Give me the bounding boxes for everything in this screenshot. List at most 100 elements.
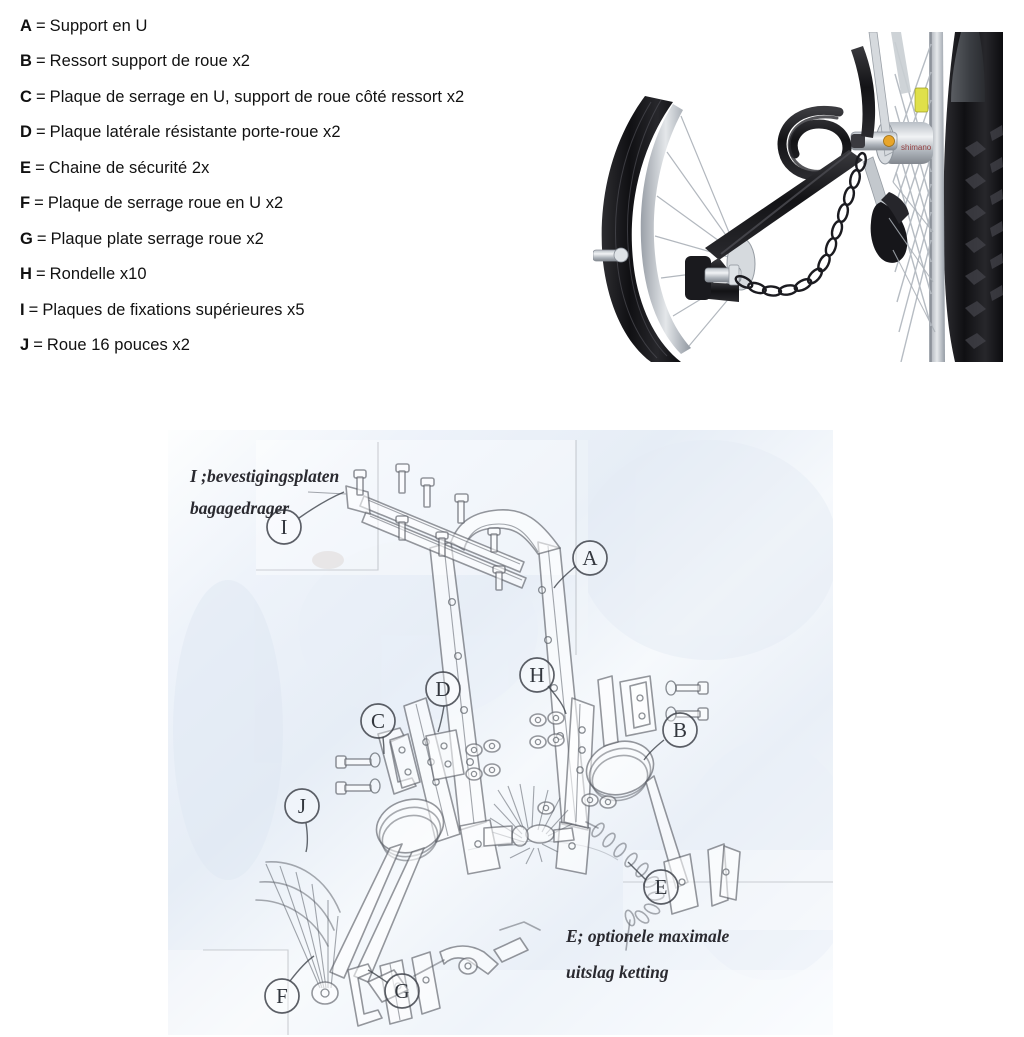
- parts-legend: A = Support en U B = Ressort support de …: [20, 8, 580, 363]
- j-spokes: [265, 863, 339, 989]
- callout-i: I: [266, 491, 345, 545]
- legend-item-g: G = Plaque plate serrage roue x2: [20, 221, 580, 257]
- legend-item-i: I = Plaques de fixations supérieures x5: [20, 292, 580, 328]
- part-j-wheel: [255, 861, 341, 1005]
- legend-item-e: E = Chaine de sécurité 2x: [20, 150, 580, 186]
- part-i-mounting-plates: [307, 463, 527, 591]
- callout-j: J: [284, 788, 320, 853]
- center-hub-burst: [483, 783, 575, 865]
- callout-letter: J: [298, 794, 306, 818]
- callout-g: G: [367, 969, 420, 1009]
- warning-sticker: [914, 87, 929, 113]
- legend-key: B: [20, 52, 32, 70]
- legend-separator: =: [34, 194, 44, 212]
- callout-letter: C: [371, 709, 385, 733]
- callout-letter: B: [673, 718, 687, 742]
- diagram-svg: .ln { fill:none; stroke:#55596180; strok…: [168, 430, 833, 1035]
- legend-separator: =: [33, 336, 43, 354]
- bicycle-wheel-carrier-photo: shimano: [593, 32, 1003, 362]
- legend-key: E: [20, 158, 32, 177]
- callout-e: E: [627, 861, 679, 905]
- spare-rim: [640, 104, 691, 354]
- chain-links: [734, 151, 867, 297]
- caption-line-2: bagagedrager: [190, 498, 289, 518]
- legend-separator: =: [35, 16, 46, 35]
- seat-stay: [868, 32, 894, 157]
- svg-text:shimano: shimano: [901, 143, 932, 152]
- callout-b: B: [643, 712, 698, 761]
- rear-tire: [943, 32, 1003, 362]
- i-bolts: [353, 463, 506, 591]
- legend-label: Plaques de fixations supérieures x5: [42, 300, 305, 319]
- legend-item-c: C = Plaque de serrage en U, support de r…: [20, 79, 580, 115]
- washer-cluster-right: [529, 711, 565, 749]
- callout-letter: A: [582, 546, 598, 570]
- callout-letter: G: [394, 979, 409, 1003]
- callout-h: H: [519, 657, 567, 715]
- legend-item-f: F = Plaque de serrage roue en U x2: [20, 186, 580, 222]
- right-clamp-plates: [597, 675, 709, 747]
- legend-key: D: [20, 123, 32, 141]
- callout-c: C: [360, 703, 396, 755]
- spare-tire: [601, 96, 681, 362]
- spare-axle-nub: [593, 247, 629, 263]
- caption-line-2: uitslag ketting: [566, 962, 669, 982]
- rear-fender: [951, 32, 985, 102]
- rear-rim: [929, 32, 945, 362]
- legend-separator: =: [35, 52, 46, 70]
- safety-chain: [734, 151, 867, 297]
- arm-riser: [851, 46, 876, 138]
- part-c-u-clamp-plate: [335, 727, 421, 795]
- axle-clamp: [850, 131, 898, 151]
- legend-label: Ressort support de roue x2: [49, 52, 250, 70]
- legend-key: A: [20, 16, 32, 35]
- tire-tread: [965, 125, 1003, 349]
- rear-bicycle-wheel: shimano: [850, 32, 1003, 362]
- legend-label: Chaine de sécurité 2x: [48, 158, 210, 177]
- legend-separator: =: [35, 158, 45, 177]
- legend-label: Plaque de serrage roue en U x2: [47, 194, 284, 212]
- legend-key: H: [20, 265, 32, 283]
- legend-item-b: B = Ressort support de roue x2: [20, 44, 580, 80]
- callout-letter: D: [435, 677, 450, 701]
- part-b-wheel-spring-left: [329, 798, 445, 983]
- legend-item-a: A = Support en U: [20, 8, 580, 44]
- caption-e-optionele: E; optionele maximale uitslag ketting: [565, 926, 730, 982]
- legend-key: C: [20, 87, 32, 106]
- legend-key: I: [20, 300, 25, 319]
- part-h-washers: [465, 711, 617, 815]
- legend-separator: =: [35, 87, 46, 106]
- legend-separator: =: [36, 229, 47, 248]
- callout-letter: F: [276, 984, 288, 1008]
- washer-cluster-lower: [537, 793, 617, 815]
- legend-key: F: [20, 194, 31, 212]
- arm-highlight: [720, 151, 852, 255]
- orange-knob: [883, 135, 895, 147]
- legend-item-h: H = Rondelle x10: [20, 257, 580, 293]
- lower-linkage: [367, 959, 445, 1003]
- washer-cluster-left: [465, 739, 501, 781]
- callout-d: D: [425, 671, 461, 733]
- legend-label: Plaque plate serrage roue x2: [50, 229, 264, 248]
- photo-svg: shimano: [593, 32, 1003, 362]
- scan-blotches: [168, 440, 833, 1035]
- legend-item-d: D = Plaque latérale résistante porte-rou…: [20, 115, 580, 151]
- carrier-arm: [685, 46, 876, 302]
- callout-letter: I: [281, 515, 288, 539]
- legend-key: G: [20, 229, 33, 248]
- callout-letter: E: [655, 875, 668, 899]
- legend-label: Rondelle x10: [49, 265, 147, 283]
- callout-f: F: [264, 955, 315, 1014]
- caption-i-bevestigingsplaten: I ;bevestigingsplaten bagagedrager: [189, 466, 339, 518]
- caption-line-1: E; optionele maximale: [565, 926, 730, 946]
- frame-tube: [891, 32, 911, 94]
- legend-label: Plaque latérale résistante porte-roue x2: [49, 123, 341, 141]
- legend-separator: =: [35, 123, 46, 141]
- legend-item-j: J = Roue 16 pouces x2: [20, 328, 580, 364]
- legend-label: Support en U: [49, 16, 148, 35]
- legend-separator: =: [28, 300, 39, 319]
- rubber-foot-neck: [881, 192, 909, 224]
- legend-label: Roue 16 pouces x2: [46, 336, 190, 354]
- exploded-assembly-diagram: .ln { fill:none; stroke:#55596180; strok…: [168, 430, 833, 1035]
- arm-clamp-block: [685, 256, 711, 300]
